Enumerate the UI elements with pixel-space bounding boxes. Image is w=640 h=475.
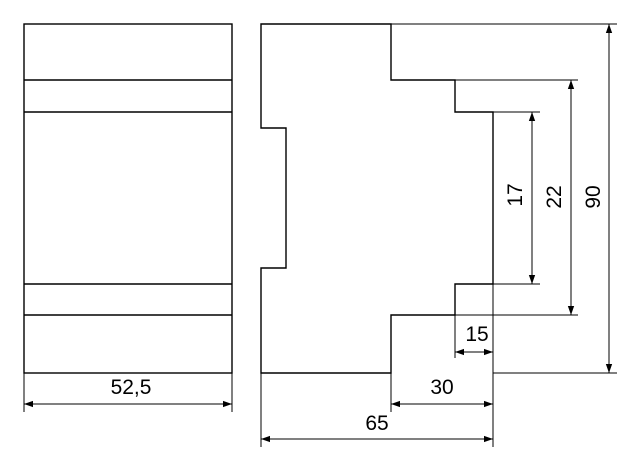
side-view (260, 23, 494, 374)
middle-height-label: 22 (543, 185, 566, 208)
total-height-label: 90 (582, 185, 605, 208)
front-view-outline (23, 23, 233, 374)
width-label: 52,5 (111, 376, 152, 399)
side-view-outline (260, 23, 494, 374)
front-depth-label: 30 (430, 376, 453, 399)
height-dimensions: 17 22 90 (391, 23, 617, 374)
step-depth-label: 15 (465, 323, 488, 346)
width-dimension: 52,5 (23, 373, 233, 412)
depth-dimensions: 15 30 65 (260, 284, 494, 447)
total-depth-label: 65 (365, 412, 388, 435)
front-view (23, 23, 233, 374)
inner-height-label: 17 (504, 183, 527, 206)
